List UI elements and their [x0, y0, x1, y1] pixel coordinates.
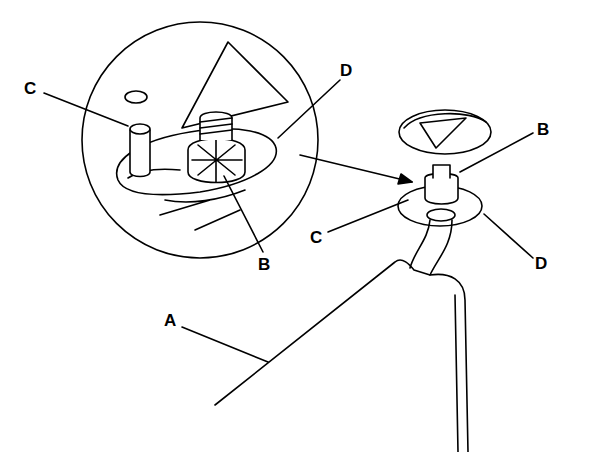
- leader-line: [328, 200, 408, 232]
- hose: [410, 220, 452, 275]
- callout-letter: D: [535, 255, 547, 272]
- arrow-head: [398, 174, 412, 184]
- callout-letter: D: [340, 62, 352, 79]
- detail-circle: [82, 22, 318, 258]
- callout-letter: C: [310, 229, 322, 246]
- leader-line: [460, 133, 533, 172]
- leader-line: [224, 176, 263, 252]
- connector: [188, 139, 245, 183]
- detail-arrow: [300, 155, 412, 182]
- triangle-mark: [182, 42, 288, 128]
- pipe-end: [130, 124, 150, 134]
- leader-line: [182, 327, 268, 362]
- leader-line: [44, 93, 128, 126]
- callout-letter: A: [164, 312, 176, 329]
- tank-edge: [160, 190, 245, 230]
- callout-letter: B: [537, 121, 549, 138]
- connector-ribs: [192, 140, 242, 182]
- pipe: [130, 130, 150, 177]
- spring-stem: [433, 165, 450, 178]
- callout-letter: C: [24, 80, 36, 97]
- small-oval: [125, 91, 147, 103]
- leader-line: [484, 214, 533, 258]
- sticker: [399, 110, 491, 154]
- tank-seam: [455, 295, 458, 452]
- triangle-mark: [420, 118, 466, 148]
- flange: [117, 129, 277, 195]
- spring-coil: [200, 118, 232, 134]
- callout-letter: B: [258, 256, 270, 273]
- connector: [425, 174, 458, 205]
- spring-stem: [200, 112, 232, 140]
- hose-collar: [427, 209, 455, 221]
- leader-line: [278, 80, 340, 138]
